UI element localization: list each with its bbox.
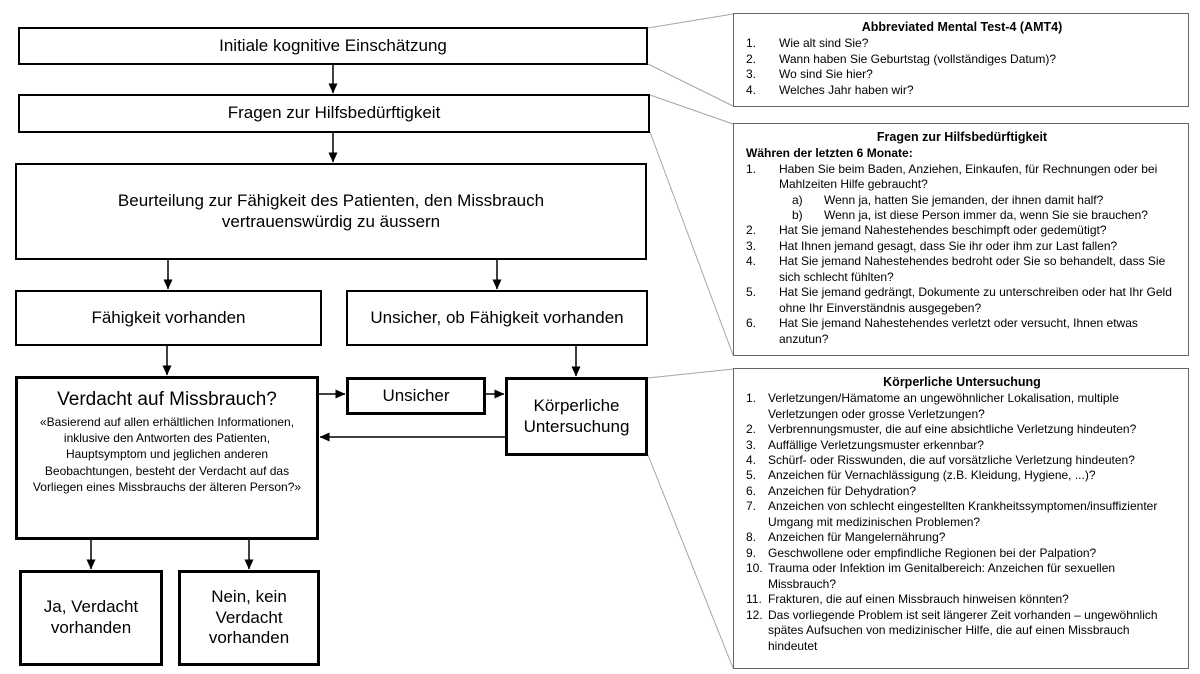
panel-help-need-questions: Fragen zur Hilfsbedürftigkeit Währen der… bbox=[733, 123, 1189, 356]
flow-box-help-need-questions: Fragen zur Hilfsbedürftigkeit bbox=[18, 94, 650, 133]
list-item: 1. Verletzungen/Hämatome an ungewöhnlich… bbox=[746, 391, 1119, 421]
list-item: 11. Frakturen, die auf einen Missbrauch … bbox=[746, 592, 1069, 607]
box-subtext: «Basierend auf allen erhältlichen Inform… bbox=[32, 414, 302, 495]
list-item: 1. Wie alt sind Sie? bbox=[746, 36, 869, 51]
flow-box-capacity-uncertain: Unsicher, ob Fähigkeit vorhanden bbox=[346, 290, 648, 346]
list-item: 6. Anzeichen für Dehydration? bbox=[746, 483, 917, 498]
list-item: 3. Hat Ihnen jemand gesagt, dass Sie ihr… bbox=[746, 238, 1118, 253]
panel-title: Abbreviated Mental Test-4 (AMT4) bbox=[861, 20, 1063, 34]
list-item: 4. Hat Sie jemand Nahestehendes bedroht … bbox=[746, 254, 1166, 284]
flow-box-capacity-evaluation: Beurteilung zur Fähigkeit des Patienten,… bbox=[15, 163, 647, 260]
panel-intro: Währen der letzten 6 Monate: bbox=[746, 146, 913, 161]
flow-box-physical-exam: Körperliche Untersuchung bbox=[505, 377, 648, 456]
flow-box-capacity-present: Fähigkeit vorhanden bbox=[15, 290, 322, 346]
panel-title: Körperliche Untersuchung bbox=[883, 375, 1041, 389]
list-item: 2. Verbrennungsmuster, die auf eine absi… bbox=[746, 422, 1137, 437]
list-item: 4. Welches Jahr haben wir? bbox=[746, 82, 914, 97]
flow-box-abuse-suspicion: Verdacht auf Missbrauch? «Basierend auf … bbox=[15, 376, 319, 540]
flow-box-suspicion-no: Nein, kein Verdacht vorhanden bbox=[178, 570, 320, 666]
panel-title: Fragen zur Hilfsbedürftigkeit bbox=[876, 130, 1048, 144]
flow-box-uncertain: Unsicher bbox=[346, 377, 486, 415]
list-item: 2. Wann haben Sie Geburtstag (vollständi… bbox=[746, 51, 1057, 66]
list-item: 6. Hat Sie jemand Nahestehendes verletzt… bbox=[746, 316, 1138, 346]
list-item: 5. Hat Sie jemand gedrängt, Dokumente zu… bbox=[746, 285, 1172, 315]
panel-physical-exam: Körperliche Untersuchung 1. Verletzungen… bbox=[733, 368, 1189, 669]
flow-box-initial-cognitive-assessment: Initiale kognitive Einschätzung bbox=[18, 27, 648, 65]
list-item: 12. Das vorliegende Problem ist seit län… bbox=[746, 607, 1158, 653]
panel-amt4: Abbreviated Mental Test-4 (AMT4) 1. Wie … bbox=[733, 13, 1189, 107]
list-subitem: b) Wenn ja, ist diese Person immer da, w… bbox=[792, 208, 1148, 222]
flow-box-suspicion-yes: Ja, Verdacht vorhanden bbox=[19, 570, 163, 666]
list-item: 8. Anzeichen für Mangelernährung? bbox=[746, 530, 946, 545]
callout-lines bbox=[647, 13, 734, 669]
list-item: 3. Wo sind Sie hier? bbox=[746, 67, 873, 82]
list-item: 3. Auffällige Verletzungsmuster erkennba… bbox=[746, 437, 984, 452]
list-item: 4. Schürf- oder Risswunden, die auf vors… bbox=[746, 453, 1135, 467]
list-item: 5. Anzeichen für Vernachlässigung (z.B. … bbox=[746, 468, 1096, 483]
list-item: 2. Hat Sie jemand Nahestehendes beschimp… bbox=[746, 223, 1107, 238]
list-item: 1. Haben Sie beim Baden, Anziehen, Einka… bbox=[746, 161, 1158, 192]
list-item: 10. Trauma oder Infektion im Genitalbere… bbox=[746, 561, 1116, 591]
list-item: 7. Anzeichen von schlecht eingestellten … bbox=[746, 499, 1158, 529]
box-title: Verdacht auf Missbrauch? bbox=[57, 389, 277, 410]
list-subitem: a) Wenn ja, hatten Sie jemanden, der ihn… bbox=[792, 192, 1104, 207]
list-item: 9. Geschwollene oder empfindliche Region… bbox=[746, 545, 1097, 560]
